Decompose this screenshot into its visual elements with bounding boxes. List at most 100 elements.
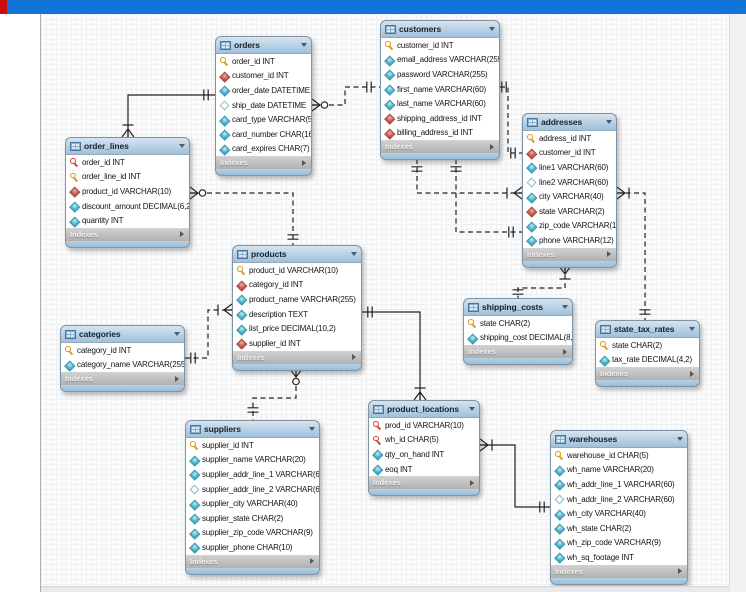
expand-icon[interactable] (470, 479, 474, 486)
column-row[interactable]: wh_addr_line_2 VARCHAR(60) (551, 492, 687, 507)
column-row[interactable]: password VARCHAR(255) (381, 67, 499, 82)
column-row[interactable]: last_name VARCHAR(60) (381, 96, 499, 111)
column-row[interactable]: supplier_state CHAR(2) (186, 511, 319, 526)
column-row[interactable]: card_type VARCHAR(50) (216, 112, 311, 127)
column-row[interactable]: order_id INT (66, 155, 189, 170)
expand-icon[interactable] (175, 375, 179, 382)
column-row[interactable]: prod_id VARCHAR(10) (369, 418, 479, 433)
expand-icon[interactable] (563, 348, 567, 355)
expand-icon[interactable] (180, 231, 184, 238)
column-row[interactable]: order_line_id INT (66, 170, 189, 185)
table-header[interactable]: warehouses (550, 430, 688, 448)
column-row[interactable]: state CHAR(2) (464, 316, 572, 331)
column-row[interactable]: list_price DECIMAL(10,2) (233, 321, 361, 336)
column-row[interactable]: qty_on_hand INT (369, 447, 479, 462)
column-row[interactable]: wh_state CHAR(2) (551, 521, 687, 536)
collapse-arrow-icon[interactable] (677, 437, 683, 441)
expand-icon[interactable] (310, 558, 314, 565)
table-header[interactable]: addresses (522, 113, 617, 131)
column-row[interactable]: customer_id INT (381, 38, 499, 53)
column-row[interactable]: billing_address_id INT (381, 126, 499, 141)
column-row[interactable]: shipping_cost DECIMAL(8,2) (464, 331, 572, 346)
indexes-section[interactable]: Indexes (215, 156, 312, 170)
column-row[interactable]: line1 VARCHAR(60) (523, 160, 616, 175)
collapse-arrow-icon[interactable] (309, 427, 315, 431)
column-row[interactable]: order_id INT (216, 54, 311, 69)
column-row[interactable]: wh_id CHAR(5) (369, 433, 479, 448)
column-row[interactable]: customer_id INT (523, 146, 616, 161)
table-header[interactable]: customers (380, 20, 500, 38)
table-header[interactable]: product_locations (368, 400, 480, 418)
relationship-customers-orders[interactable] (312, 86, 380, 106)
relationship-products-suppliers[interactable] (252, 369, 297, 420)
indexes-section[interactable]: Indexes (232, 350, 362, 364)
column-row[interactable]: wh_zip_code VARCHAR(9) (551, 536, 687, 551)
column-row[interactable]: order_date DATETIME (216, 83, 311, 98)
column-row[interactable]: product_id VARCHAR(10) (66, 184, 189, 199)
relationship-order_lines-products[interactable] (190, 192, 294, 245)
indexes-section[interactable]: Indexes (550, 564, 688, 578)
expand-icon[interactable] (690, 370, 694, 377)
column-row[interactable]: ship_date DATETIME (216, 98, 311, 113)
collapse-arrow-icon[interactable] (301, 43, 307, 47)
relationship-orders-order_lines[interactable] (127, 94, 215, 137)
expand-icon[interactable] (678, 568, 682, 575)
column-row[interactable]: eoq INT (369, 462, 479, 477)
collapse-arrow-icon[interactable] (606, 120, 612, 124)
bottom-scroll-area[interactable] (41, 586, 730, 592)
column-row[interactable]: first_name VARCHAR(60) (381, 82, 499, 97)
collapse-arrow-icon[interactable] (174, 332, 180, 336)
column-row[interactable]: address_id INT (523, 131, 616, 146)
column-row[interactable]: wh_city VARCHAR(40) (551, 506, 687, 521)
column-row[interactable]: phone VARCHAR(12) (523, 233, 616, 248)
table-header[interactable]: order_lines (65, 137, 190, 155)
column-row[interactable]: supplier_addr_line_2 VARCHAR(60) (186, 482, 319, 497)
column-row[interactable]: supplier_id INT (186, 438, 319, 453)
expand-icon[interactable] (352, 354, 356, 361)
column-row[interactable]: category_id INT (61, 343, 184, 358)
relationship-products-product_locations[interactable] (362, 311, 421, 400)
column-row[interactable]: city VARCHAR(40) (523, 189, 616, 204)
relationship-warehouses-product_locations[interactable] (480, 444, 550, 508)
column-row[interactable]: category_id INT (233, 278, 361, 293)
column-row[interactable]: supplier_addr_line_1 VARCHAR(60) (186, 467, 319, 482)
column-row[interactable]: wh_name VARCHAR(20) (551, 463, 687, 478)
expand-icon[interactable] (302, 159, 306, 166)
column-row[interactable]: tax_rate DECIMAL(4,2) (596, 353, 699, 368)
column-row[interactable]: supplier_city VARCHAR(40) (186, 496, 319, 511)
column-row[interactable]: state VARCHAR(2) (523, 204, 616, 219)
column-row[interactable]: email_address VARCHAR(255) (381, 53, 499, 68)
column-row[interactable]: supplier_id INT (233, 336, 361, 351)
collapse-arrow-icon[interactable] (469, 407, 475, 411)
collapse-arrow-icon[interactable] (562, 305, 568, 309)
column-row[interactable]: description TEXT (233, 307, 361, 322)
column-row[interactable]: zip_code VARCHAR(10) (523, 219, 616, 234)
expand-icon[interactable] (607, 251, 611, 258)
relationship-categories-products[interactable] (185, 309, 232, 359)
table-header[interactable]: categories (60, 325, 185, 343)
indexes-section[interactable]: Indexes (185, 554, 320, 568)
column-row[interactable]: shipping_address_id INT (381, 111, 499, 126)
column-row[interactable]: quantity INT (66, 213, 189, 228)
expand-icon[interactable] (490, 143, 494, 150)
table-header[interactable]: orders (215, 36, 312, 54)
indexes-section[interactable]: Indexes (65, 227, 190, 241)
table-header[interactable]: shipping_costs (463, 298, 573, 316)
collapse-arrow-icon[interactable] (689, 327, 695, 331)
collapse-arrow-icon[interactable] (351, 252, 357, 256)
right-scroll-area[interactable] (729, 14, 746, 592)
table-header[interactable]: state_tax_rates (595, 320, 700, 338)
column-row[interactable]: wh_sq_footage INT (551, 550, 687, 565)
column-row[interactable]: supplier_zip_code VARCHAR(9) (186, 526, 319, 541)
relationship-customers-addresses-many[interactable] (416, 159, 522, 194)
column-row[interactable]: supplier_phone CHAR(10) (186, 540, 319, 555)
relationship-addresses-state_tax_rates[interactable] (617, 192, 646, 320)
